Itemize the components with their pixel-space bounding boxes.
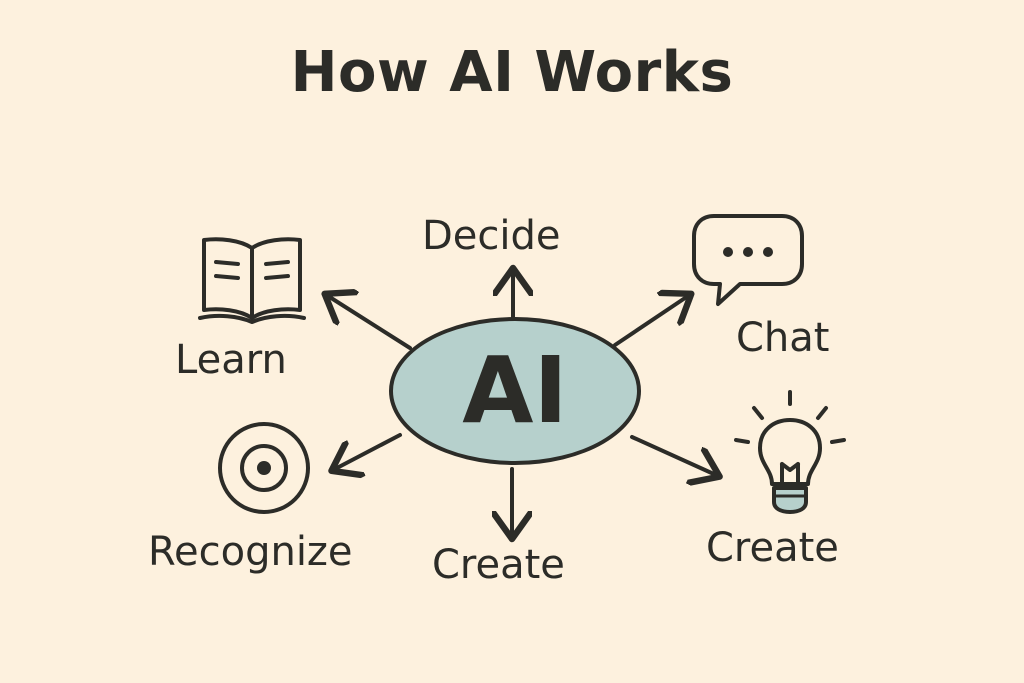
page-title: How AI Works bbox=[290, 40, 734, 105]
create-right-label: Create bbox=[706, 525, 839, 571]
arrow-to-chat bbox=[613, 296, 688, 347]
speech-bubble-icon bbox=[692, 214, 804, 306]
arrow-to-create-right bbox=[630, 435, 716, 475]
recognize-label: Recognize bbox=[148, 529, 353, 575]
decide-label: Decide bbox=[422, 213, 561, 259]
open-book-icon bbox=[198, 237, 306, 324]
center-node: AI bbox=[389, 317, 641, 465]
chat-label: Chat bbox=[736, 315, 830, 361]
arrow-to-learn bbox=[328, 296, 412, 350]
target-icon bbox=[218, 422, 310, 514]
center-label: AI bbox=[462, 337, 568, 444]
lightbulb-icon bbox=[734, 390, 846, 514]
arrow-to-recognize bbox=[335, 433, 402, 469]
learn-label: Learn bbox=[175, 337, 287, 383]
create-bottom-label: Create bbox=[432, 542, 565, 588]
